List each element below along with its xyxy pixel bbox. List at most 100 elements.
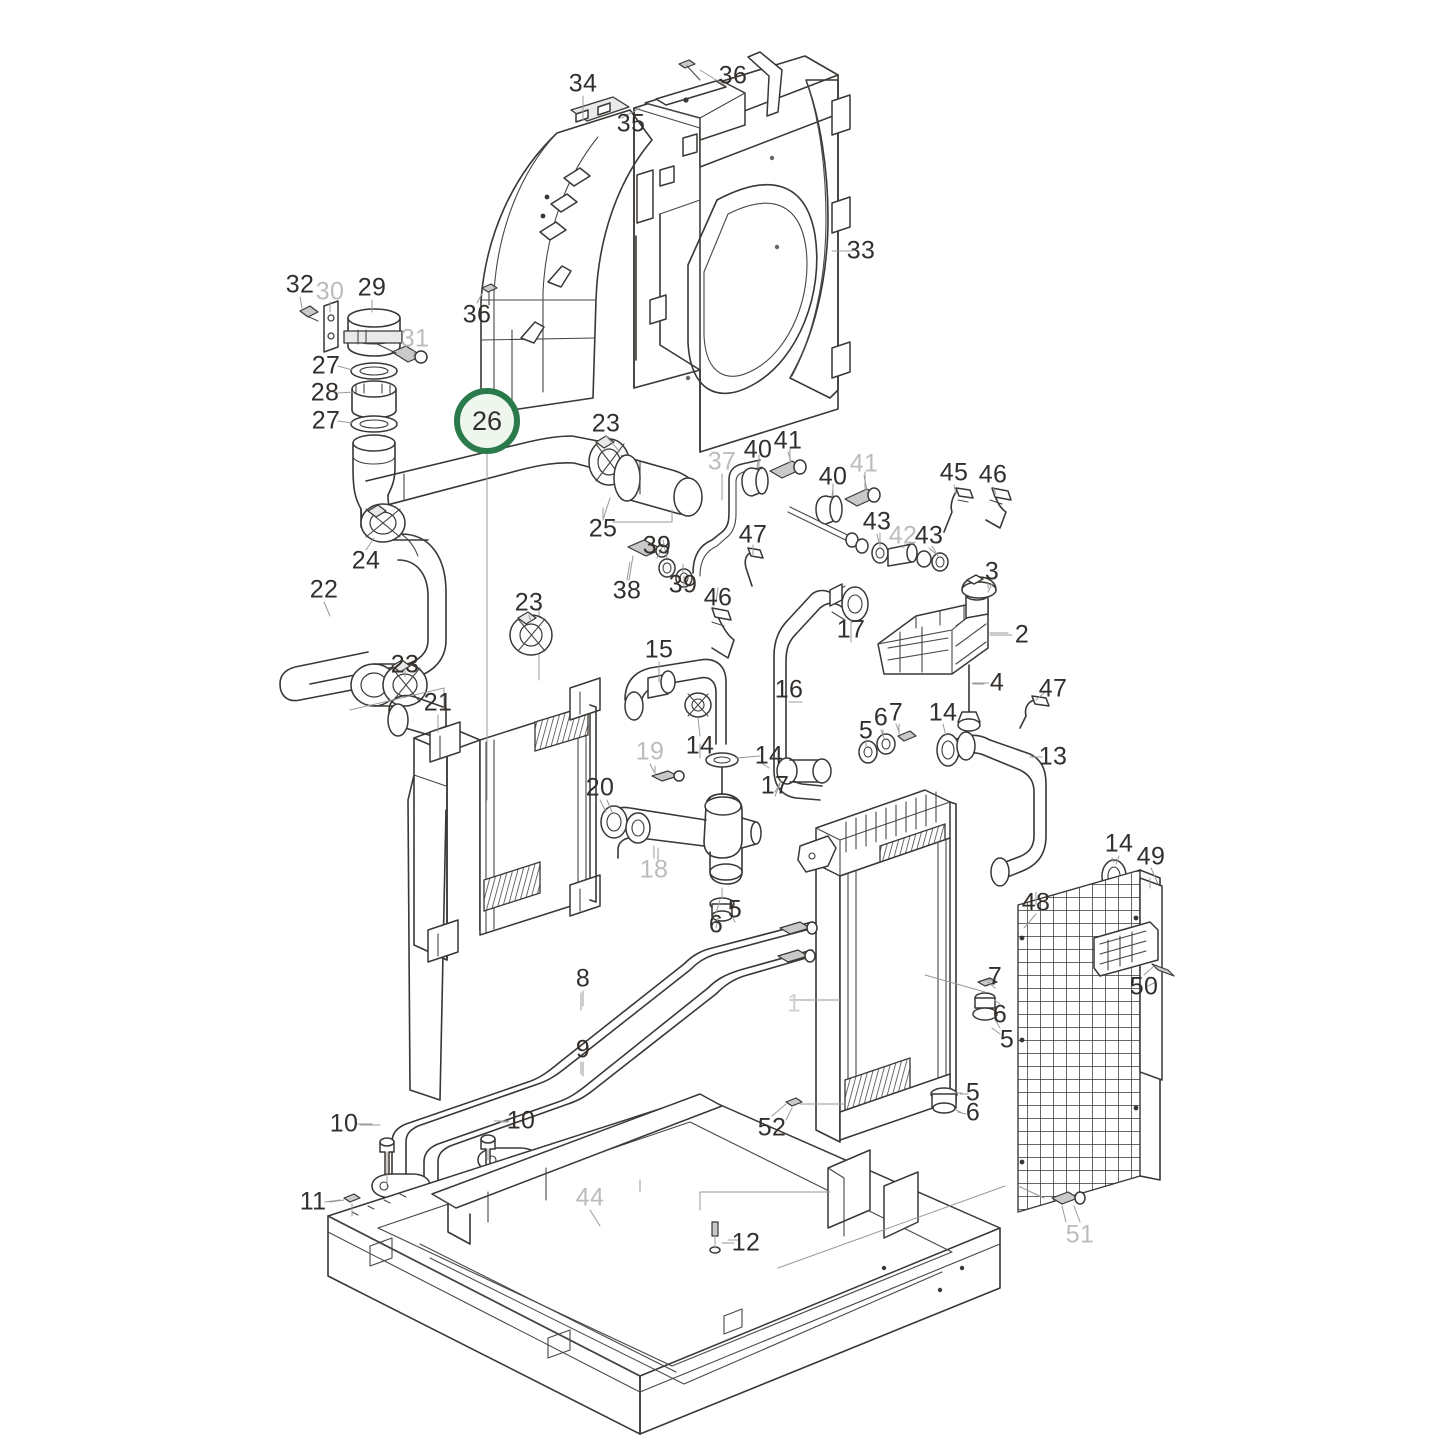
callout-2: 2	[1014, 620, 1030, 649]
callout-46: 46	[703, 583, 733, 612]
expansion-tank-2	[877, 574, 1009, 732]
callout-30: 30	[315, 277, 345, 306]
fittings-40-41-lower	[815, 471, 881, 525]
callout-4: 4	[989, 668, 1005, 697]
callout-36: 36	[718, 61, 748, 90]
cooler-lines-8-9	[391, 921, 818, 1197]
callout-14: 14	[685, 731, 715, 760]
callout-49: 49	[1136, 842, 1166, 871]
callout-10: 10	[329, 1109, 359, 1138]
callout-38: 38	[612, 576, 642, 605]
callout-6: 6	[873, 703, 889, 732]
callout-44: 44	[575, 1183, 605, 1212]
callout-7: 7	[888, 698, 904, 727]
charge-air-cooler-21	[349, 444, 601, 1101]
callout-1: 1	[786, 989, 802, 1018]
sleeve-42-43	[787, 506, 949, 572]
callout-17: 17	[836, 615, 866, 644]
callout-14: 14	[928, 698, 958, 727]
clamp-23-center	[509, 611, 553, 656]
callout-12: 12	[731, 1228, 761, 1257]
callout-5: 5	[727, 895, 743, 924]
callout-27: 27	[311, 351, 341, 380]
callout-6: 6	[992, 1000, 1008, 1029]
callout-43: 43	[862, 507, 892, 536]
callout-14: 14	[1104, 829, 1134, 858]
callout-50: 50	[1129, 972, 1159, 1001]
callout-18: 18	[639, 855, 669, 884]
callout-52: 52	[757, 1113, 787, 1142]
radiator-1	[785, 789, 1001, 1143]
tube-37	[692, 459, 763, 577]
callout-37: 37	[707, 447, 737, 476]
callout-22: 22	[309, 575, 339, 604]
callout-35: 35	[616, 109, 646, 138]
callout-28: 28	[310, 378, 340, 407]
clip-46-upper	[985, 487, 1012, 529]
callout-6: 6	[708, 910, 724, 939]
charge-air-hose-26	[365, 435, 601, 510]
callout-19: 19	[635, 737, 665, 766]
clip-45	[943, 487, 974, 533]
callout-45: 45	[939, 458, 969, 487]
callout-5: 5	[858, 716, 874, 745]
callout-36: 36	[462, 300, 492, 329]
callout-11: 11	[299, 1187, 327, 1216]
callout-23: 23	[390, 650, 420, 679]
fasteners-5-6-7-top	[858, 723, 917, 764]
callout-3: 3	[984, 557, 1000, 586]
callout-41: 41	[849, 449, 879, 478]
callout-39: 39	[668, 570, 698, 599]
callout-42: 42	[888, 521, 918, 550]
callout-23: 23	[591, 409, 621, 438]
callout-15: 15	[644, 635, 674, 664]
callout-39: 39	[642, 531, 672, 560]
callout-51: 51	[1065, 1220, 1095, 1249]
callout-24: 24	[351, 546, 381, 575]
ac-condenser-48	[1017, 869, 1175, 1223]
callout-8: 8	[575, 964, 591, 993]
callout-27: 27	[311, 406, 341, 435]
highlight-number: 26	[471, 405, 503, 436]
callout-47: 47	[738, 520, 768, 549]
thermostat-housing	[600, 765, 762, 929]
base-frame-44	[327, 1093, 1006, 1435]
callout-29: 29	[357, 273, 387, 302]
highlighted-callout-26[interactable]: 26	[454, 388, 520, 454]
clip-47-right	[1019, 695, 1050, 729]
callout-13: 13	[1038, 742, 1068, 771]
callout-17: 17	[760, 771, 790, 800]
callout-5: 5	[999, 1025, 1015, 1054]
callout-5: 5	[965, 1078, 981, 1107]
callout-40: 40	[743, 435, 773, 464]
callout-32: 32	[285, 270, 315, 299]
callout-7: 7	[987, 962, 1003, 991]
callout-14: 14	[754, 741, 784, 770]
callout-25: 25	[588, 514, 618, 543]
callout-48: 48	[1021, 888, 1051, 917]
callout-47: 47	[1038, 674, 1068, 703]
callout-21: 21	[423, 688, 453, 717]
lower-charge-hose-22	[279, 503, 447, 707]
small-fittings-38-39	[627, 539, 693, 589]
callout-34: 34	[568, 69, 598, 98]
callout-16: 16	[774, 675, 804, 704]
fittings-40-41-upper	[741, 447, 807, 497]
callout-41: 41	[773, 426, 803, 455]
callout-6: 6	[965, 1098, 981, 1127]
callout-10: 10	[506, 1106, 536, 1135]
callout-20: 20	[585, 773, 615, 802]
coolant-hose-16	[773, 583, 869, 801]
callout-33: 33	[846, 236, 876, 265]
leader-lines	[299, 69, 1159, 1244]
heater-hose-15	[624, 658, 761, 807]
callout-43: 43	[914, 521, 944, 550]
clip-47-left	[744, 547, 764, 587]
callout-23: 23	[514, 588, 544, 617]
callout-9: 9	[575, 1035, 591, 1064]
callout-46: 46	[978, 460, 1008, 489]
callout-40: 40	[818, 462, 848, 491]
